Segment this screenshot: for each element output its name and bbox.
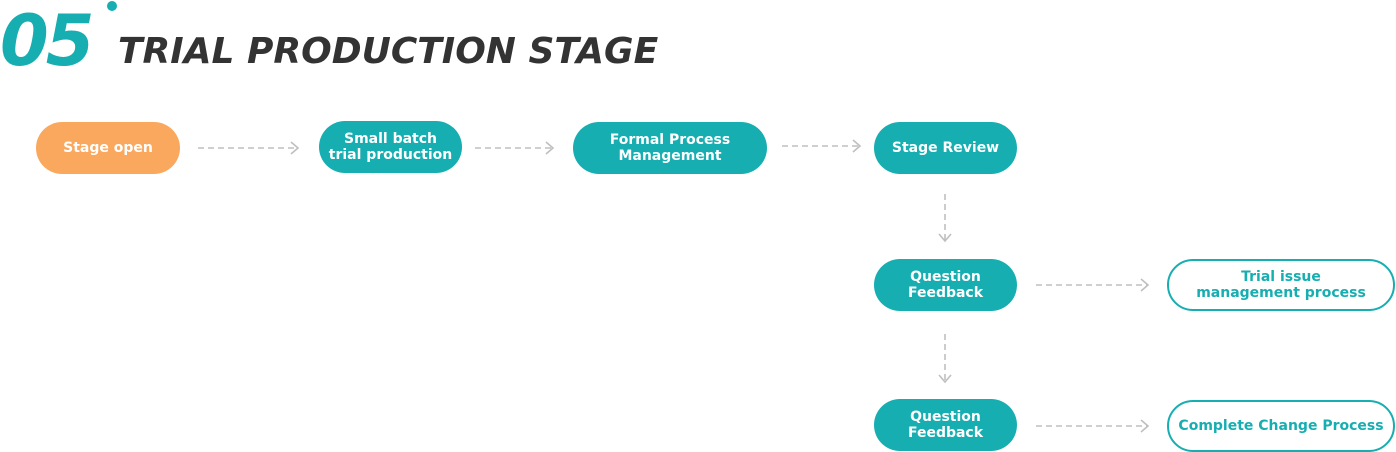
arrow-stage-review-to-question-feedback-1 (938, 194, 952, 243)
arrow-question-feedback-2-to-complete-change (1036, 419, 1150, 433)
node-stage-open: Stage open (36, 122, 180, 174)
node-question-feedback-1: Question Feedback (874, 259, 1017, 311)
stage-header: 05 TRIAL PRODUCTION STAGE (0, 0, 700, 90)
stage-number: 05 (0, 0, 94, 82)
arrow-stage-open-to-small-batch (198, 141, 300, 155)
arrow-formal-process-to-stage-review (782, 139, 862, 153)
arrow-small-batch-to-formal-process (475, 141, 555, 155)
arrow-question-feedback-1-to-question-feedback-2 (938, 334, 952, 384)
stage-title: TRIAL PRODUCTION STAGE (118, 31, 659, 72)
node-complete-change: Complete Change Process (1167, 400, 1395, 452)
node-question-feedback-2: Question Feedback (874, 399, 1017, 451)
arrow-question-feedback-1-to-trial-issue (1036, 278, 1150, 292)
node-formal-process: Formal Process Management (573, 122, 767, 174)
accent-dot (107, 1, 117, 11)
node-small-batch: Small batch trial production (319, 121, 462, 173)
node-stage-review: Stage Review (874, 122, 1017, 174)
node-trial-issue: Trial issue management process (1167, 259, 1395, 311)
